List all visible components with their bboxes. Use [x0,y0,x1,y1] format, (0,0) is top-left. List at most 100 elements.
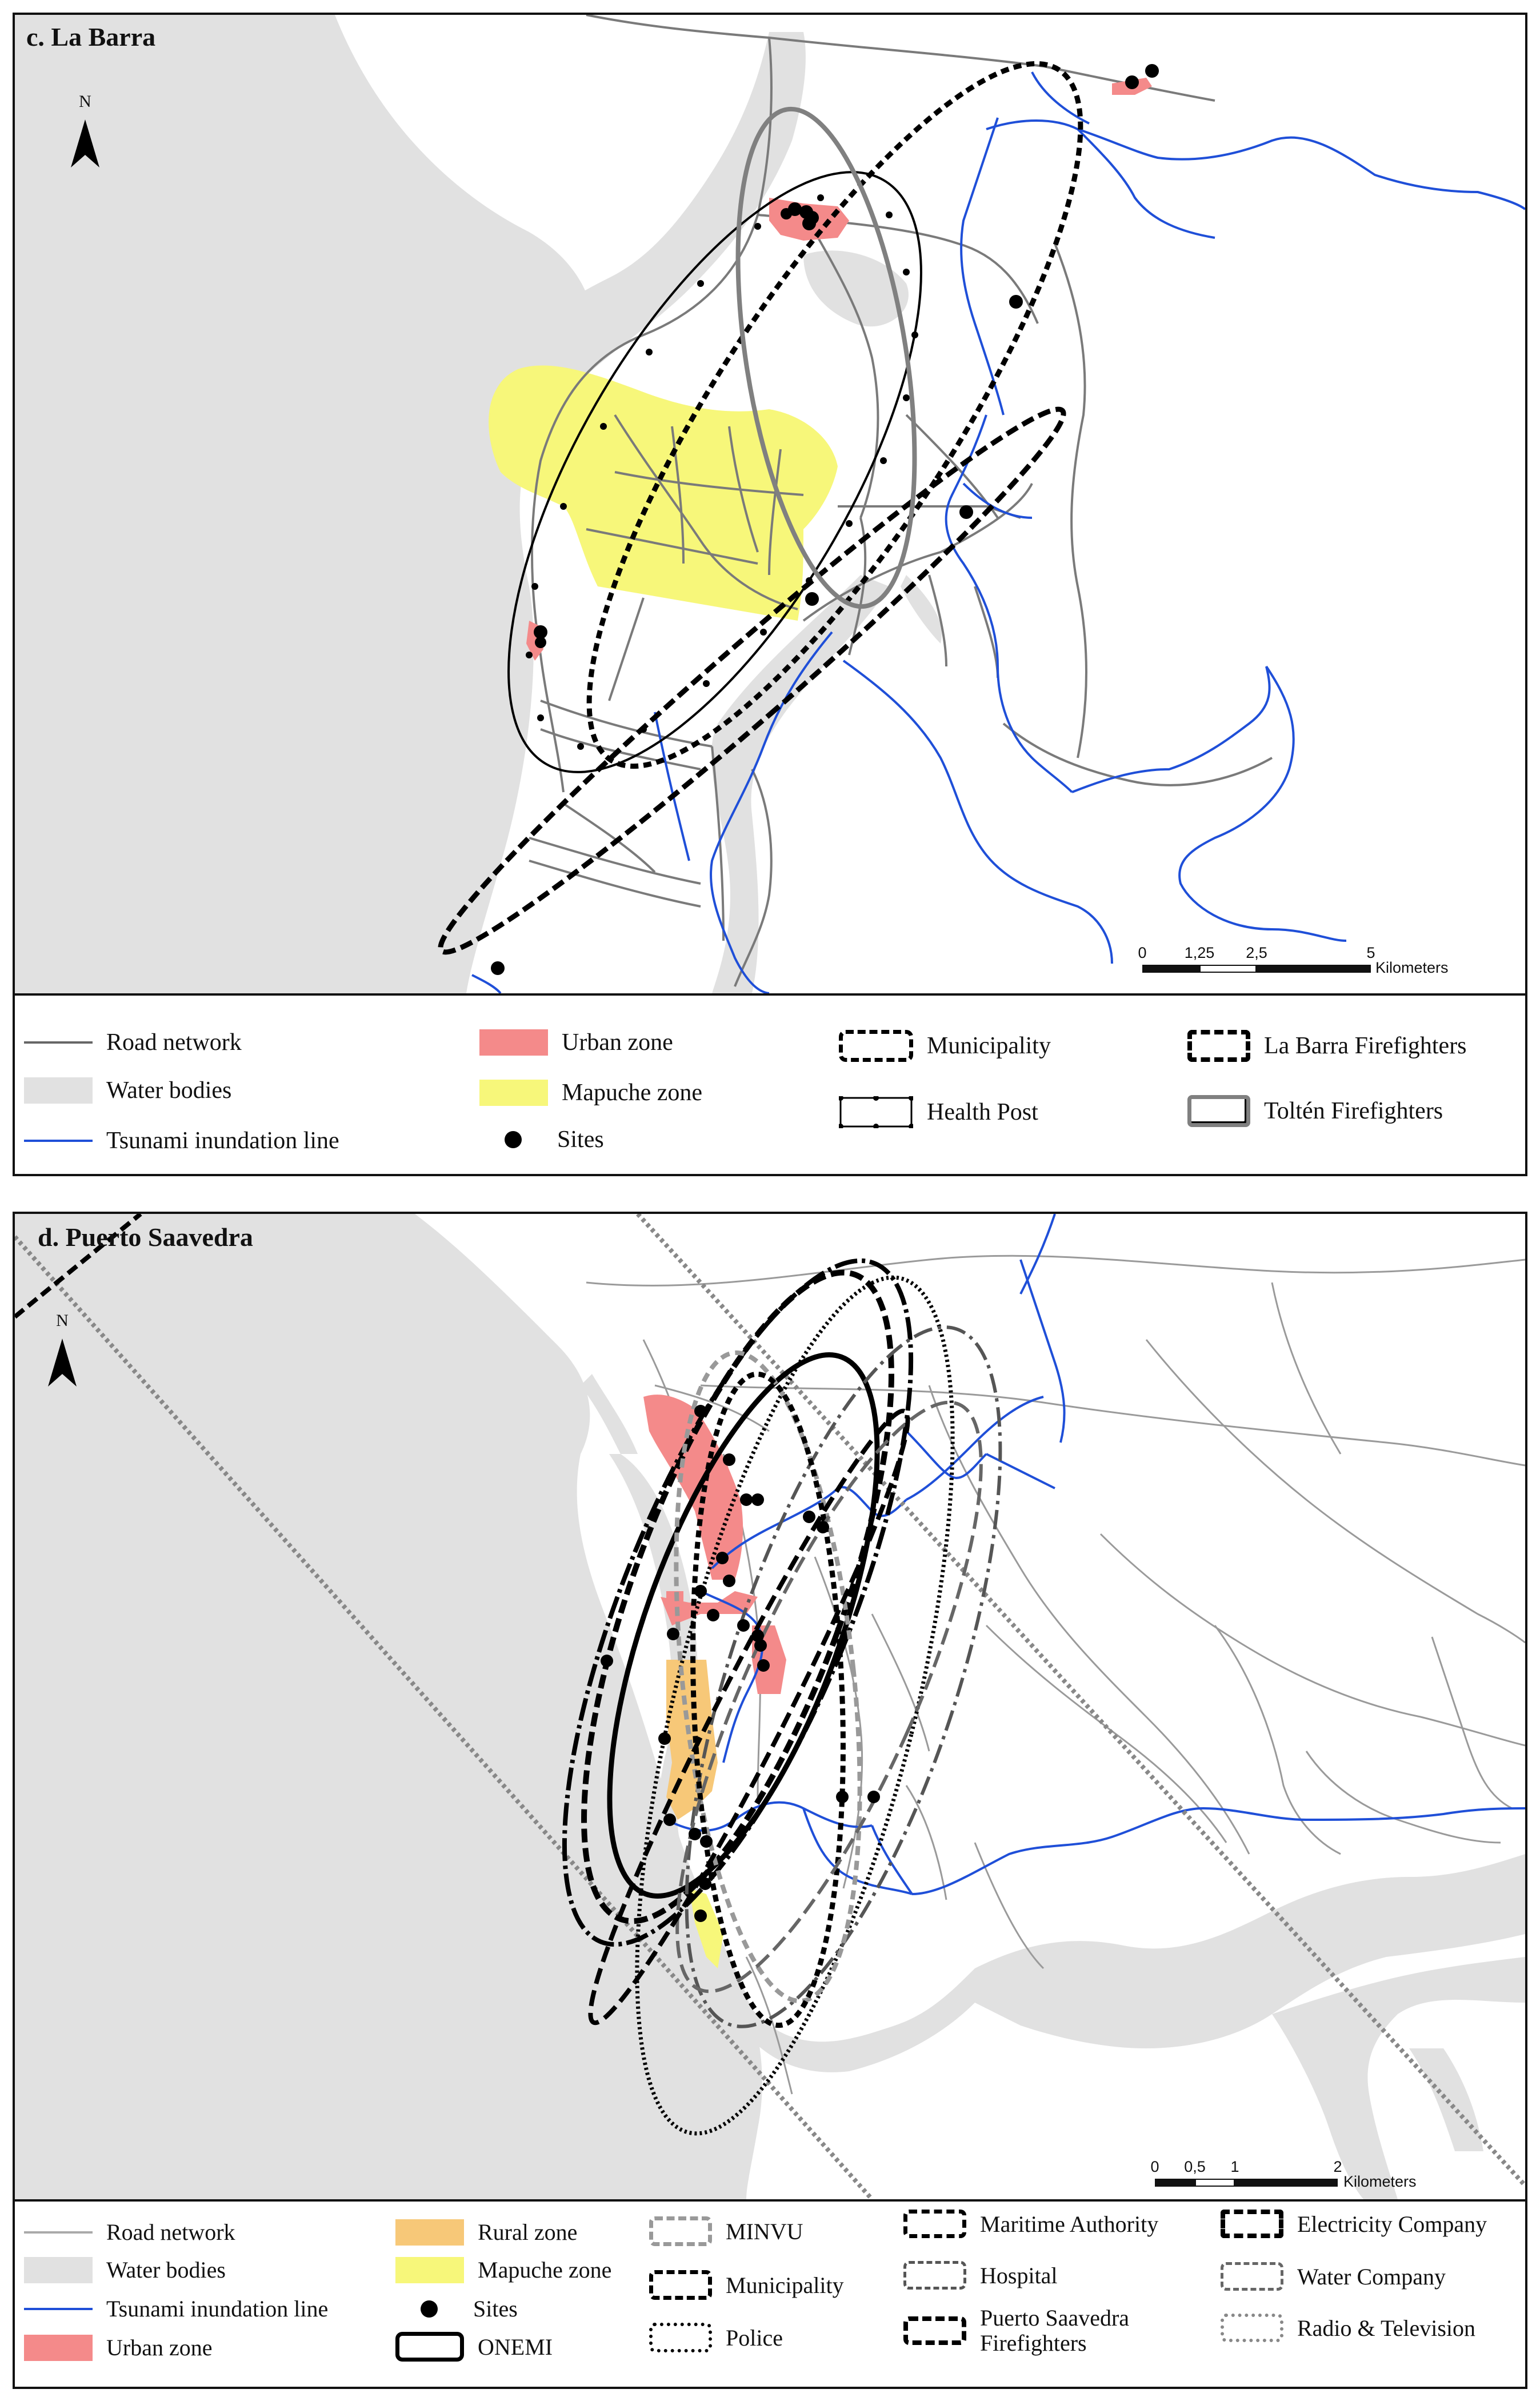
north-arrow-icon [71,119,99,167]
land-strip-water [975,1854,1525,2048]
urban-zone-swatch [24,2334,93,2361]
health-post-swatch [838,1095,914,1129]
panel-la-barra: c. La Barra N 0 1,25 2,5 5 Kilometers Ro… [13,13,1527,1176]
legend-hospital: Hospital [903,2261,1058,2290]
urban-zone-middle [661,1591,758,1625]
inlet-water-2 [1409,2048,1483,2151]
ellipse-electricity-company [588,1408,910,2026]
urban-zone-swatch [479,1029,548,1056]
police-swatch [649,2323,712,2352]
river-channel-water [711,575,889,993]
scale-bar: 0 1,25 2,5 5 Kilometers [1138,944,1449,976]
legend-puerto-saavedra: Road network Water bodies Tsunami inunda… [15,2199,1525,2389]
legend-urban-zone: Urban zone [24,2334,212,2361]
road-network-swatch [24,2231,93,2234]
legend-sites: Sites [479,1126,604,1153]
legend-tsunami-line: Tsunami inundation line [24,1127,339,1154]
tsunami-inundation-line [666,1214,1525,1895]
legend-mapuche-zone: Mapuche zone [395,2256,611,2283]
legend-urban-zone: Urban zone [479,1029,673,1056]
ellipse-minvu [674,1350,862,2004]
mapuche-zone [689,1888,723,1968]
legend-health-post: Health Post [838,1095,1038,1129]
road-network-swatch [24,1041,93,1044]
legend-municipality: Municipality [649,2270,844,2300]
ellipse-health-post [507,171,922,773]
legend-onemi: ONEMI [395,2332,553,2362]
legend-municipality: Municipality [839,1030,1051,1062]
north-arrow: N [37,1311,88,1397]
mapuche-zone [489,365,838,621]
legend-water-company: Water Company [1221,2262,1446,2291]
maritime-authority-swatch [903,2210,966,2238]
legend-water-bodies: Water bodies [24,2256,226,2283]
panel-title: d. Puerto Saavedra [38,1223,253,1252]
scale-bar: 0 0,5 1 2 Kilometers [1150,2158,1417,2190]
legend-road-network: Road network [24,2219,235,2246]
radio-television-swatch [1221,2314,1283,2342]
estuary-water [476,32,806,472]
legend-radio-television: Radio & Television [1221,2314,1475,2342]
urban-zone-north [643,1395,743,1580]
water-bodies-swatch [24,1077,93,1104]
legend-tolten-firefighters: Toltén Firefighters [1187,1095,1443,1127]
municipality-swatch [649,2270,712,2300]
legend-water-bodies: Water bodies [24,1077,231,1104]
ellipse-police [635,1275,955,2136]
municipality-swatch [839,1030,913,1062]
tsunami-line-swatch [24,2307,93,2310]
sites [491,64,1159,975]
legend-la-barra-firefighters: La Barra Firefighters [1187,1030,1467,1062]
hospital-swatch [903,2261,966,2290]
legend-tsunami-line: Tsunami inundation line [24,2295,328,2322]
rural-zone-swatch [395,2219,464,2246]
la-barra-firefighters-swatch [1187,1030,1250,1062]
panel-title: c. La Barra [26,22,156,51]
firefighters-swatch [903,2316,966,2345]
legend-minvu: MINVU [649,2216,803,2246]
lagoon-water [803,250,909,327]
onemi-swatch [395,2332,464,2362]
road-network [529,15,1273,987]
ellipse-municipality [586,61,1083,769]
ellipse-tolten-firefighters [735,106,917,609]
ellipse-municipality [690,1371,846,2028]
site-dot-icon [505,1131,522,1148]
tsunami-inundation-line [471,71,1525,993]
tolten-firefighters-swatch [1187,1095,1250,1127]
north-arrow-icon [48,1339,77,1387]
site-dot-icon [421,2300,438,2318]
panel-puerto-saavedra: d. Puerto Saavedra N 0 0,5 1 2 Kilometer… [13,1212,1527,2389]
electricity-company-swatch [1221,2210,1283,2238]
sea-water [15,15,594,993]
legend-maritime-authority: Maritime Authority [903,2210,1158,2238]
legend-rural-zone: Rural zone [395,2219,577,2246]
creek-water [901,575,942,644]
mapuche-zone-swatch [395,2256,464,2283]
legend-police: Police [649,2323,783,2352]
legend-sites: Sites [395,2295,518,2322]
water-bodies-swatch [24,2256,93,2283]
ellipse-health-post-dots [526,194,918,750]
inlet-water [1272,1957,1525,2199]
mapuche-zone-swatch [479,1080,548,1106]
map-puerto-saavedra [15,1214,1525,2199]
sites [601,1405,880,1922]
minvu-swatch [649,2216,712,2246]
ellipse-radio-television [15,1214,1525,2199]
tsunami-line-swatch [24,1140,93,1142]
ellipse-maritime-authority [562,1258,914,1947]
creek-water [581,1374,638,1454]
ellipse-onemi [607,1352,880,1899]
ellipse-la-barra-firefighters [438,406,1066,955]
north-arrow: N [59,92,111,178]
sea-water [15,1214,762,2199]
legend-electricity-company: Electricity Company [1221,2210,1487,2238]
legend-mapuche-zone: Mapuche zone [479,1079,702,1106]
water-company-swatch [1221,2262,1283,2291]
ellipse-hospital [685,1325,1002,2028]
legend-la-barra: Road network Water bodies Tsunami inunda… [15,993,1525,1176]
legend-firefighters: Puerto Saavedra Firefighters [903,2306,1129,2356]
road-network [586,1255,1525,2095]
map-la-barra [15,15,1525,993]
